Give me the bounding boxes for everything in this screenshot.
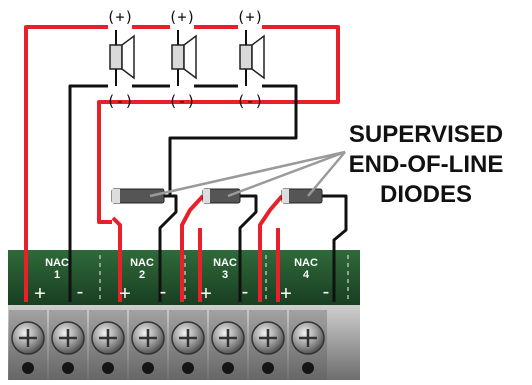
- svg-text:2: 2: [139, 269, 145, 281]
- svg-text:NAC: NAC: [213, 257, 237, 269]
- callout-line-1: SUPERVISED: [348, 121, 504, 148]
- terminal-minus-sign: -: [323, 281, 330, 303]
- svg-text:4: 4: [303, 269, 310, 281]
- terminal-screw: [49, 310, 87, 380]
- svg-text:3: 3: [222, 269, 228, 281]
- callout-line-2: END-OF-LINE: [348, 151, 504, 178]
- speaker-1: (+) (-): [106, 8, 135, 110]
- terminal-plus-sign: +: [200, 283, 212, 305]
- svg-text:NAC: NAC: [45, 257, 69, 269]
- diode-2: [202, 188, 241, 204]
- diode-1: [111, 188, 170, 204]
- svg-text:1: 1: [54, 269, 60, 281]
- speaker-plus-label: (+): [236, 8, 263, 26]
- negative-wires: [68, 84, 348, 302]
- terminal-screw: [9, 310, 47, 380]
- terminal-screws: [9, 310, 327, 380]
- speaker-minus-label: (-): [236, 92, 263, 110]
- terminal-screw: [209, 310, 247, 380]
- terminal-plus-sign: +: [34, 283, 46, 305]
- diode-callout: SUPERVISED END-OF-LINE DIODES: [326, 120, 526, 210]
- diode-3: [281, 188, 323, 204]
- speaker-2: (+) (-): [168, 8, 197, 110]
- terminal-minus-sign: -: [242, 281, 249, 303]
- speaker-minus-label: (-): [168, 92, 195, 110]
- speakers: (+) (-) (+) (-) (+) (-): [106, 8, 265, 110]
- svg-text:NAC: NAC: [294, 257, 318, 269]
- terminal-screw: [249, 310, 287, 380]
- svg-text:NAC: NAC: [130, 257, 154, 269]
- positive-wires: [24, 25, 340, 302]
- terminal-screw: [289, 310, 327, 380]
- speaker-minus-label: (-): [106, 92, 133, 110]
- callout-lines: [149, 150, 346, 198]
- terminal-plus-sign: +: [280, 283, 292, 305]
- terminal-screw: [129, 310, 167, 380]
- speaker-plus-label: (+): [106, 8, 133, 26]
- terminal-minus-sign: -: [77, 281, 84, 303]
- terminal-screw: [169, 310, 207, 380]
- speaker-plus-label: (+): [168, 8, 195, 26]
- speaker-3: (+) (-): [236, 8, 265, 110]
- terminal-screw: [89, 310, 127, 380]
- terminal-minus-sign: -: [160, 281, 167, 303]
- terminal-plus-sign: +: [119, 283, 131, 305]
- callout-line-3: DIODES: [379, 181, 472, 208]
